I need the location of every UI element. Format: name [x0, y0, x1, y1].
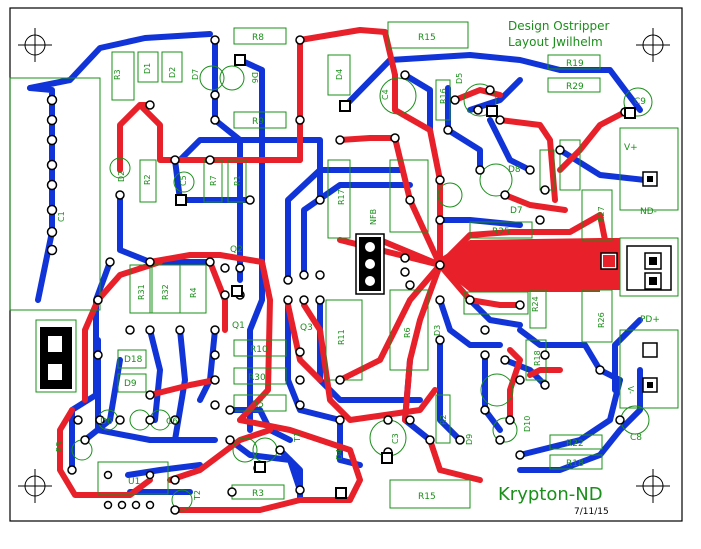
label-V-minus: V- — [626, 386, 635, 394]
label-R18: R18 — [566, 459, 584, 469]
label-R15-bottom: R15 — [418, 492, 436, 502]
revision-date: 7/11/15 — [574, 507, 609, 517]
label-D6-bottom: D6 — [100, 417, 113, 427]
label-R6: R6 — [403, 327, 412, 338]
label-D3: D3 — [433, 325, 442, 336]
label-R21: R2 — [439, 414, 448, 425]
label-C8: C8 — [630, 433, 642, 443]
label-D1: D1 — [143, 63, 152, 74]
label-Q3: Q3 — [300, 323, 313, 333]
label-D2: D2 — [168, 67, 177, 78]
label-R15-top: R15 — [418, 33, 436, 43]
registration-mark-top-right — [636, 28, 670, 62]
label-R5-left: R5 — [55, 441, 64, 452]
label-PD-plus: PD+ — [640, 315, 660, 325]
label-ND-minus: ND- — [640, 207, 657, 217]
label-D6: D6 — [250, 72, 259, 83]
label-R5: R5 — [252, 400, 264, 410]
label-D7: D7 — [191, 69, 200, 80]
registration-mark-bottom-left — [18, 469, 52, 503]
label-R30: R30 — [248, 373, 266, 383]
label-R3: R3 — [113, 69, 122, 80]
label-R32: R32 — [161, 284, 170, 300]
label-R17: R17 — [337, 189, 346, 205]
label-D8: D8 — [508, 165, 521, 175]
label-R27: R27 — [597, 206, 606, 222]
label-Q2: Q2 — [230, 245, 243, 255]
label-R19: R19 — [566, 59, 584, 69]
nd-minus-copper-pour — [440, 238, 620, 292]
connector-PD-plus-terminal — [642, 342, 658, 358]
component-labels: R8 R9 R3 D1 D2 D7 D6 D4 R15 C4 R19 R29 C… — [55, 33, 660, 502]
connector-V-minus-terminal — [642, 377, 658, 393]
registration-mark-bottom-right — [636, 469, 670, 503]
label-R10: R10 — [250, 345, 268, 355]
label-R3-bottom: R3 — [252, 489, 264, 499]
label-R31: R31 — [137, 284, 146, 300]
label-D4-bottom: D4 — [335, 449, 344, 460]
label-NFB: NFB — [369, 209, 378, 225]
label-R18-mid: R18 — [533, 350, 542, 366]
label-R25: R25 — [492, 227, 510, 237]
label-D4: D4 — [335, 69, 344, 80]
label-D18: D18 — [124, 355, 143, 365]
connector-input-terminal — [40, 327, 72, 389]
label-R29: R29 — [566, 82, 584, 92]
square-pads — [175, 54, 636, 499]
connector-V-plus-terminal — [642, 171, 658, 187]
label-T1: T1 — [293, 432, 302, 443]
label-U1: U1 — [128, 477, 140, 487]
label-R2: R2 — [143, 174, 152, 185]
label-D9b: D9 — [465, 434, 474, 445]
label-C6: C6 — [166, 417, 178, 427]
registration-mark-top-left — [18, 28, 52, 62]
label-V-plus: V+ — [624, 143, 638, 153]
label-C3: C3 — [391, 433, 400, 444]
label-C9: C9 — [634, 97, 646, 107]
label-R8: R8 — [252, 33, 264, 43]
nfb-jumper-header — [355, 233, 385, 295]
silkscreen-outlines — [9, 21, 679, 511]
project-name: Krypton-ND — [498, 484, 603, 505]
connector-ND-minus-terminals — [600, 245, 672, 291]
label-R11: R11 — [337, 329, 346, 345]
header-layout: Layout Jwilhelm — [508, 35, 603, 49]
label-C4: C4 — [381, 89, 390, 100]
label-Q1: Q1 — [232, 321, 245, 331]
bottom-layer-traces — [27, 31, 648, 503]
label-D9: D9 — [124, 379, 137, 389]
pads — [46, 35, 630, 515]
label-R16: R16 — [439, 88, 448, 104]
label-D10: D10 — [523, 416, 532, 432]
label-R4: R4 — [189, 287, 198, 298]
label-D5: D5 — [455, 73, 464, 84]
label-D7b: D7 — [510, 206, 523, 216]
label-T2: T2 — [193, 490, 202, 501]
label-R24: R24 — [531, 296, 540, 312]
label-R1: R1 — [233, 175, 242, 186]
label-R22: R22 — [566, 439, 584, 449]
label-R7: R7 — [209, 175, 218, 186]
label-R26: R26 — [597, 312, 606, 328]
label-R9: R9 — [252, 117, 264, 127]
label-C5: C5 — [179, 175, 188, 186]
label-C1: C1 — [57, 211, 66, 222]
label-D2b: D2 — [117, 171, 126, 182]
header-designer: Design Ostripper — [508, 19, 610, 33]
